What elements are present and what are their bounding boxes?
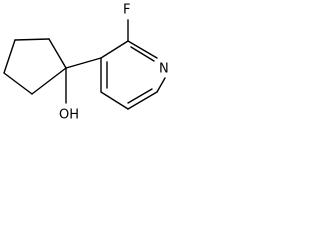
pyridine-ring: [100, 40, 166, 110]
bond-c2-c3: [14, 38, 50, 41]
bond-c6p-c5p: [127, 91, 158, 110]
chemical-structure: F N OH: [3, 3, 169, 123]
fluorine-label: F: [123, 3, 130, 18]
hydroxyl-label: OH: [59, 108, 79, 123]
bond-c6p-c5p-double: [127, 88, 153, 104]
nitrogen-label: N: [159, 62, 169, 77]
bond-c5p-c4p: [100, 91, 129, 110]
bond-c1-c2: [48, 38, 67, 69]
bond-c2p-n: [127, 40, 158, 59]
bond-c3p-c2p: [100, 40, 129, 59]
bond-c2p-n-double: [130, 46, 155, 62]
bond-c4-c5: [3, 72, 33, 95]
bond-c5-c1: [31, 67, 67, 95]
bond-n-c6p: [156, 77, 166, 93]
bond-c3-c4: [3, 39, 16, 74]
cyclopentane-ring: [3, 38, 67, 95]
bond-c1-pyridine: [65, 57, 102, 69]
